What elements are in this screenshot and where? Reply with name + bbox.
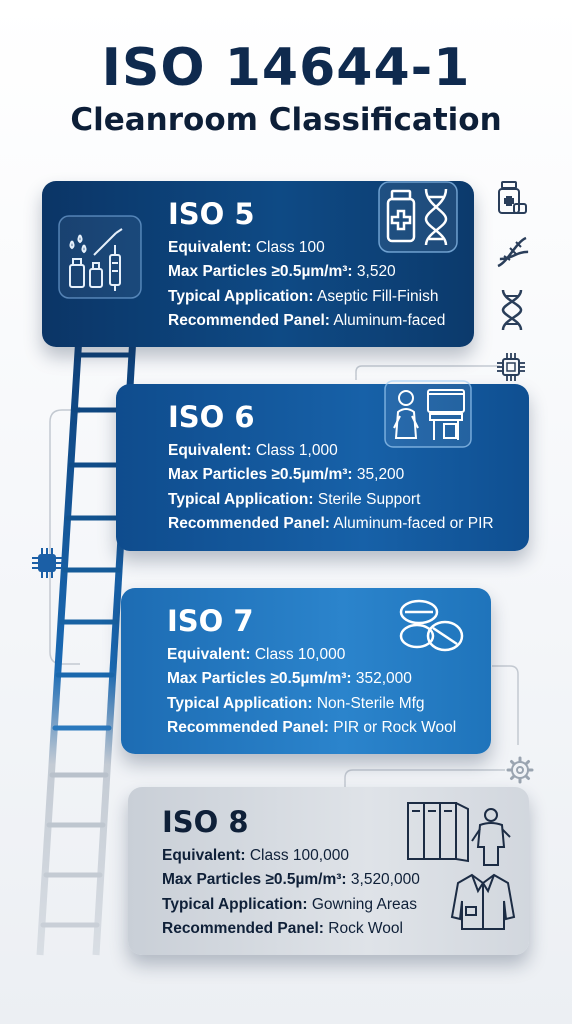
iso-8-card: ISO 8 Equivalent: Class 100,000 Max Part… [128, 787, 529, 955]
gowned-person-icon [471, 808, 511, 866]
application-label: Typical Application: [162, 896, 308, 913]
iso-5-panel: Recommended Panel: Aluminum-faced [168, 312, 445, 330]
iso-7-max-particles: Max Particles ≥0.5µm/m³: 352,000 [167, 670, 412, 688]
equivalent-value: Class 100,000 [249, 847, 349, 864]
panel-value: Aluminum-faced [333, 312, 446, 329]
lab-coat-icon [450, 873, 516, 930]
panel-value: PIR or Rock Wool [333, 719, 457, 736]
iso-7-card: ISO 7 Equivalent: Class 10,000 Max Parti… [121, 588, 491, 754]
panel-label: Recommended Panel: [168, 312, 330, 329]
equivalent-value: Class 10,000 [254, 646, 346, 663]
application-label: Typical Application: [167, 695, 313, 712]
panel-value: Aluminum-faced or PIR [333, 515, 494, 532]
max-particles-value: 3,520,000 [350, 871, 420, 888]
page-title: ISO 14644-1 [101, 38, 471, 98]
iso-8-equivalent: Equivalent: Class 100,000 [162, 847, 349, 865]
max-particles-value: 352,000 [355, 670, 412, 687]
iso-8-panel: Recommended Panel: Rock Wool [162, 920, 403, 938]
iso-5-equivalent: Equivalent: Class 100 [168, 239, 325, 257]
application-value: Aseptic Fill-Finish [317, 288, 439, 305]
iso-6-equivalent: Equivalent: Class 1,000 [168, 442, 338, 460]
iso-6-application: Typical Application: Sterile Support [168, 491, 420, 509]
application-value: Sterile Support [317, 491, 421, 508]
equivalent-label: Equivalent: [168, 442, 252, 459]
chip-icon [32, 548, 62, 578]
iso-8-max-particles: Max Particles ≥0.5µm/m³: 3,520,000 [162, 871, 420, 889]
panel-label: Recommended Panel: [162, 920, 324, 937]
application-value: Gowning Areas [311, 896, 417, 913]
equivalent-label: Equivalent: [167, 646, 251, 663]
equivalent-value: Class 1,000 [255, 442, 338, 459]
iso-5-card: ISO 5 Equivalent: Class 100 Max Particle… [42, 181, 474, 347]
medicine-bottle-icon [498, 181, 527, 214]
dna-icon [497, 236, 529, 268]
medicine-bottle-icon [378, 181, 458, 253]
iso-7-title: ISO 7 [167, 604, 254, 638]
iso-7-equivalent: Equivalent: Class 10,000 [167, 646, 345, 664]
max-particles-label: Max Particles ≥0.5µm/m³: [167, 670, 352, 687]
iso-8-application: Typical Application: Gowning Areas [162, 896, 417, 914]
max-particles-label: Max Particles ≥0.5µm/m³: [162, 871, 347, 888]
dna-icon [501, 289, 523, 331]
page-subtitle: Cleanroom Classification [70, 102, 502, 138]
pipette-vials-icon [58, 215, 142, 299]
panel-label: Recommended Panel: [168, 515, 330, 532]
cleanroom-worker-icon [384, 380, 472, 448]
equivalent-label: Equivalent: [162, 847, 246, 864]
equivalent-value: Class 100 [255, 239, 325, 256]
iso-6-panel: Recommended Panel: Aluminum-faced or PIR [168, 515, 494, 533]
iso-7-panel: Recommended Panel: PIR or Rock Wool [167, 719, 456, 737]
iso-5-max-particles: Max Particles ≥0.5µm/m³: 3,520 [168, 263, 396, 281]
chip-icon [497, 353, 525, 381]
pills-icon [399, 599, 464, 652]
max-particles-value: 3,520 [356, 263, 396, 280]
max-particles-label: Max Particles ≥0.5µm/m³: [168, 263, 353, 280]
iso-7-application: Typical Application: Non-Sterile Mfg [167, 695, 425, 713]
panel-value: Rock Wool [328, 920, 403, 937]
max-particles-label: Max Particles ≥0.5µm/m³: [168, 466, 353, 483]
gear-icon [506, 756, 534, 784]
iso-5-title: ISO 5 [168, 197, 255, 231]
iso-6-card: ISO 6 Equivalent: Class 1,000 Max Partic… [116, 380, 529, 551]
application-label: Typical Application: [168, 491, 314, 508]
application-value: Non-Sterile Mfg [316, 695, 425, 712]
equivalent-label: Equivalent: [168, 239, 252, 256]
iso-8-title: ISO 8 [162, 805, 249, 839]
max-particles-value: 35,200 [356, 466, 405, 483]
iso-6-max-particles: Max Particles ≥0.5µm/m³: 35,200 [168, 466, 404, 484]
iso-6-title: ISO 6 [168, 400, 255, 434]
lockers-icon [407, 802, 469, 863]
iso-5-application: Typical Application: Aseptic Fill-Finish [168, 288, 438, 306]
panel-label: Recommended Panel: [167, 719, 329, 736]
application-label: Typical Application: [168, 288, 314, 305]
